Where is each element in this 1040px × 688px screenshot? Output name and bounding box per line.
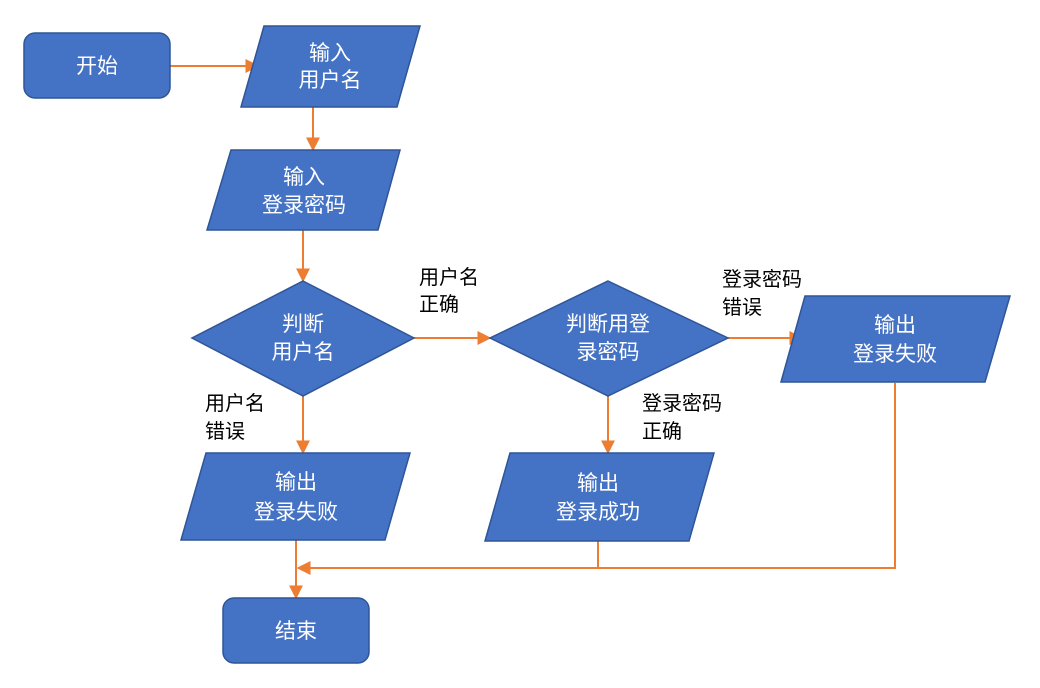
fail-password-parallelogram xyxy=(780,295,1011,383)
end-label: 结束 xyxy=(275,619,317,643)
check-password-diamond xyxy=(488,280,730,397)
check-username-label-line2: 用户名 xyxy=(272,340,335,364)
end-terminator-shape xyxy=(222,597,370,664)
label-username-wrong-line2: 错误 xyxy=(205,419,245,443)
label-password-correct-line1: 登录密码 xyxy=(642,391,722,415)
edge-fail-password-to-merge xyxy=(296,383,896,575)
label-password-wrong-line1: 登录密码 xyxy=(722,267,802,291)
input-password-label-line2: 登录密码 xyxy=(262,193,346,217)
fail-password-label-line1: 输出 xyxy=(874,313,916,337)
node-input-password[interactable]: 输入 登录密码 xyxy=(205,149,401,231)
node-check-username[interactable]: 判断 用户名 xyxy=(190,280,416,397)
check-password-label-line2: 录密码 xyxy=(577,340,640,364)
node-start[interactable]: 开始 xyxy=(23,32,171,99)
fail-password-label-line2: 登录失败 xyxy=(853,342,937,366)
label-password-correct-line2: 正确 xyxy=(642,419,682,443)
node-success[interactable]: 输出 登录成功 xyxy=(484,452,715,542)
label-password-wrong-line2: 错误 xyxy=(722,295,762,319)
start-terminator-shape xyxy=(23,32,171,99)
start-label: 开始 xyxy=(76,54,118,78)
node-input-username[interactable]: 输入 用户名 xyxy=(240,25,421,108)
check-username-label-line1: 判断 xyxy=(282,312,324,336)
input-username-label-line2: 用户名 xyxy=(299,68,362,92)
input-password-parallelogram xyxy=(205,149,401,231)
node-fail-username[interactable]: 输出 登录失败 xyxy=(180,452,411,541)
fail-username-parallelogram xyxy=(180,452,411,541)
label-username-correct-line1: 用户名 xyxy=(419,265,479,289)
label-username-correct: 用户名 正确 xyxy=(419,265,479,316)
label-username-wrong: 用户名 错误 xyxy=(205,391,265,443)
label-password-wrong: 登录密码 错误 xyxy=(722,267,802,319)
success-label-line1: 输出 xyxy=(577,471,619,495)
success-label-line2: 登录成功 xyxy=(556,500,640,524)
label-username-wrong-line1: 用户名 xyxy=(205,391,265,415)
fail-username-label-line2: 登录失败 xyxy=(254,500,338,524)
edges xyxy=(170,59,896,600)
node-fail-password[interactable]: 输出 登录失败 xyxy=(780,295,1011,383)
input-username-label-line1: 输入 xyxy=(309,41,351,65)
label-password-correct: 登录密码 正确 xyxy=(642,391,722,443)
check-password-label-line1: 判断用登 xyxy=(566,312,650,336)
check-username-diamond xyxy=(190,280,416,397)
success-parallelogram xyxy=(484,452,715,542)
fail-username-label-line1: 输出 xyxy=(275,470,317,494)
input-password-label-line1: 输入 xyxy=(283,165,325,189)
node-end[interactable]: 结束 xyxy=(222,597,370,664)
node-check-password[interactable]: 判断用登 录密码 xyxy=(488,280,730,397)
label-username-correct-line2: 正确 xyxy=(419,292,459,316)
input-username-parallelogram xyxy=(240,25,421,108)
